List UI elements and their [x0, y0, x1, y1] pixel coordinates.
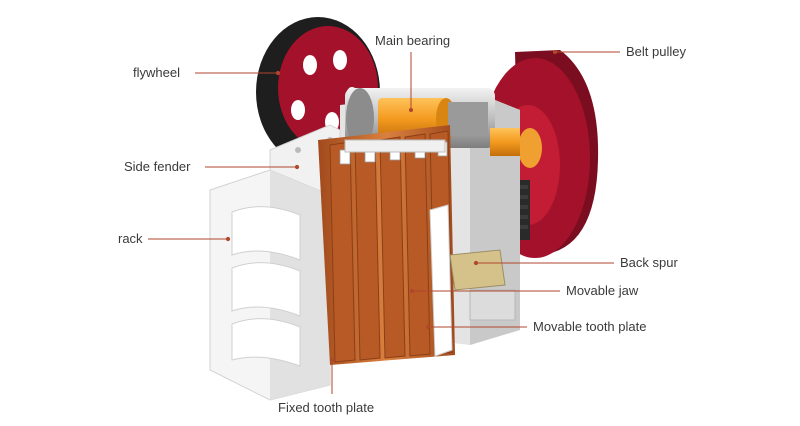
label-rack: rack: [118, 231, 143, 246]
label-back-spur: Back spur: [620, 255, 678, 270]
label-movable-tooth-plate: Movable tooth plate: [533, 319, 647, 334]
tooth-plates-part: [318, 125, 455, 365]
rack-part: [209, 169, 331, 401]
label-belt-pulley: Belt pulley: [626, 44, 686, 59]
leader-lines: [148, 49, 620, 394]
label-side-fender: Side fender: [124, 159, 191, 174]
label-fixed-tooth-plate: Fixed tooth plate: [278, 400, 375, 415]
label-flywheel: flywheel: [133, 65, 180, 80]
label-movable-jaw: Movable jaw: [566, 283, 639, 298]
label-main-bearing: Main bearing: [375, 33, 451, 48]
movable-tooth-plate-part: [429, 204, 453, 357]
back-spur-part: [449, 249, 516, 321]
